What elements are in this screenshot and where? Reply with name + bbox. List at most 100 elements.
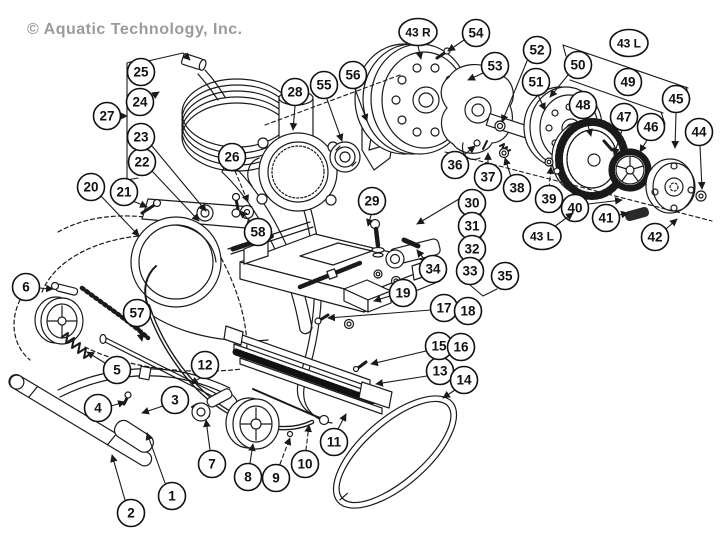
leader-line <box>370 350 427 367</box>
callout-number: 30 <box>464 196 479 211</box>
callout-circle <box>309 70 339 100</box>
callout-circle <box>116 498 146 528</box>
callout-circle <box>357 186 387 216</box>
callout-12: 12 <box>190 350 220 380</box>
callout-circle <box>440 150 470 180</box>
callout-circle <box>109 177 139 207</box>
callout-circle <box>338 60 368 90</box>
callout-circle <box>684 117 714 147</box>
callout-circle <box>126 122 156 152</box>
callout-13: 13 <box>425 356 455 386</box>
leader-line <box>537 94 546 111</box>
leader-line <box>463 145 476 156</box>
callout-number: 23 <box>133 130 149 145</box>
callout-36: 36 <box>440 150 470 180</box>
callout-number: 47 <box>616 110 631 125</box>
callout-number: 58 <box>250 225 266 240</box>
leader-line <box>110 400 126 408</box>
pump-assembly <box>247 90 339 212</box>
callout-number: 41 <box>598 211 614 226</box>
callout-circle <box>522 221 562 251</box>
leader-line <box>416 249 425 260</box>
callout-number: 51 <box>528 75 544 90</box>
callout-circle <box>613 67 643 97</box>
callout-number: 38 <box>509 181 525 196</box>
callout-number: 46 <box>643 120 659 135</box>
callout-48: 48 <box>568 90 598 120</box>
callout-38: 38 <box>502 173 532 203</box>
callout-circle <box>534 184 564 214</box>
callout-number: 24 <box>132 95 148 110</box>
brush-rail-assembly <box>223 279 393 426</box>
impeller-adapter <box>329 141 361 173</box>
callout-number: 29 <box>364 194 379 209</box>
callout-number: 56 <box>345 68 361 83</box>
callout-11: 11 <box>319 427 349 457</box>
leader-line <box>585 117 593 137</box>
callout-number: 35 <box>497 269 513 284</box>
callout-number: 45 <box>668 92 684 107</box>
callout-number: 22 <box>134 155 149 170</box>
callout-14: 14 <box>449 365 479 395</box>
pinion-gear <box>602 139 652 192</box>
callout-28: 28 <box>280 77 310 107</box>
callout-number: 19 <box>395 286 410 301</box>
callout-circle <box>126 57 156 87</box>
callout-3: 3 <box>160 385 190 415</box>
watermark-text: © Aquatic Technology, Inc. <box>27 21 243 38</box>
callout-number: 33 <box>462 264 478 279</box>
idler-pulley <box>34 281 93 359</box>
callout-circle <box>160 385 190 415</box>
leader-line <box>327 309 432 322</box>
callout-18: 18 <box>453 296 483 326</box>
callout-number: 40 <box>567 201 582 216</box>
leader-line <box>190 376 201 385</box>
leader-line <box>587 196 623 205</box>
callout-53: 53 <box>480 51 510 81</box>
callout-number: 49 <box>620 75 635 90</box>
callout-circle <box>83 393 113 423</box>
callout-number: 52 <box>529 43 544 58</box>
callout-45: 45 <box>661 84 691 114</box>
bracket-line <box>469 284 498 297</box>
small-pulley <box>225 397 280 450</box>
leader-line <box>326 98 344 142</box>
callout-30: 30 <box>457 188 487 218</box>
callout-number: 54 <box>468 26 484 41</box>
leader-line <box>375 375 428 387</box>
callout-55: 55 <box>309 70 339 100</box>
callout-41: 41 <box>591 203 621 233</box>
callout-54: 54 <box>461 18 491 48</box>
callout-circle <box>398 17 438 47</box>
leader-line <box>234 170 249 203</box>
callout-number: 21 <box>116 185 132 200</box>
leader-line <box>373 295 391 303</box>
callout-44: 44 <box>684 117 714 147</box>
callout-25: 25 <box>126 57 156 87</box>
callout-circle <box>11 272 41 302</box>
callout-1: 1 <box>157 481 187 511</box>
callout-circle <box>661 84 691 114</box>
callout-52: 52 <box>522 35 552 65</box>
callout-39: 39 <box>534 184 564 214</box>
callout-circle <box>449 365 479 395</box>
callout-circle <box>473 162 503 192</box>
callout-number: 3 <box>171 393 179 408</box>
leader-line <box>415 45 424 60</box>
callout-number: 26 <box>224 150 240 165</box>
callout-number: 8 <box>244 470 252 485</box>
callout-number: 17 <box>436 301 451 316</box>
leader-line <box>86 351 106 364</box>
callout-circle <box>609 102 639 132</box>
leader-line <box>612 129 623 156</box>
callout-number: 15 <box>431 339 447 354</box>
callout-circle <box>280 77 310 107</box>
callout-42: 42 <box>640 222 670 252</box>
callout-50: 50 <box>563 50 593 80</box>
callout-circle <box>157 481 187 511</box>
callout-number: 14 <box>456 373 472 388</box>
callout-number: 11 <box>327 435 342 450</box>
tire <box>551 118 629 200</box>
callout-circle <box>453 296 483 326</box>
